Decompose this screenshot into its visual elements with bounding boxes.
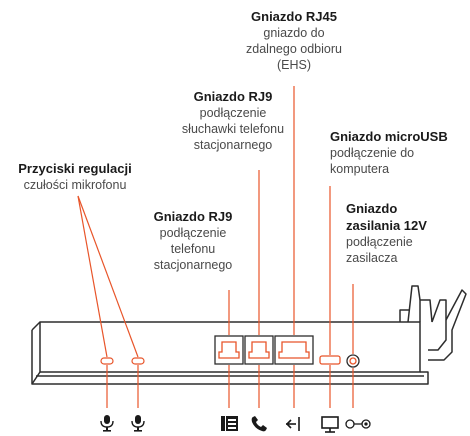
- port-power[interactable]: [346, 354, 360, 368]
- label-power-desc-2: zasilacza: [346, 251, 398, 265]
- label-microusb-desc-1: podłączenie do: [330, 146, 415, 160]
- mic-button-left[interactable]: [100, 357, 114, 365]
- label-rj45: Gniazdo RJ45 gniazdo do zdalnego odbioru…: [224, 8, 364, 73]
- label-microusb-desc-2: komputera: [330, 162, 390, 176]
- label-mic-buttons-desc-1: czułości mikrofonu: [23, 178, 127, 192]
- port-rj9-handset[interactable]: [244, 335, 274, 365]
- mic-buttons: [100, 357, 145, 365]
- headset-jack-icon: [285, 417, 300, 431]
- label-rj45-title: Gniazdo RJ45: [251, 9, 337, 24]
- device-body: [31, 285, 467, 385]
- monitor-icon: [321, 416, 339, 433]
- label-rj9-phone-desc-3: stacjonarnego: [153, 258, 233, 272]
- label-power-desc-1: podłączenie: [346, 235, 413, 249]
- label-rj45-desc-2: zdalnego odbioru: [246, 42, 342, 56]
- label-rj9-handset-desc-1: podłączenie: [199, 106, 267, 120]
- label-rj9-phone-title: Gniazdo RJ9: [153, 209, 233, 224]
- label-rj45-desc-3: (EHS): [276, 58, 312, 72]
- power-plug-icon: [345, 419, 371, 429]
- label-rj9-handset: Gniazdo RJ9 podłączenie słuchawki telefo…: [158, 88, 308, 153]
- mic-button-right[interactable]: [131, 357, 145, 365]
- label-power-title-2: zasilania 12V: [346, 218, 427, 233]
- label-rj9-phone-desc-1: podłączenie: [159, 226, 227, 240]
- port-microusb[interactable]: [319, 355, 341, 365]
- label-rj45-desc-1: gniazdo do: [263, 26, 325, 40]
- port-rj45[interactable]: [274, 335, 314, 365]
- label-rj9-handset-desc-3: stacjonarnego: [193, 138, 273, 152]
- microphone-icon: [131, 415, 145, 432]
- leader-lines: [77, 86, 354, 408]
- label-mic-buttons-title: Przyciski regulacji: [18, 161, 132, 176]
- label-power-title-1: Gniazdo: [346, 201, 398, 216]
- label-power: Gniazdo zasilania 12V podłączenie zasila…: [346, 200, 470, 266]
- label-rj9-handset-desc-2: słuchawki telefonu: [181, 122, 285, 136]
- label-rj9-phone-desc-2: telefonu: [170, 242, 216, 256]
- label-rj9-phone: Gniazdo RJ9 podłączenie telefonu stacjon…: [130, 208, 256, 273]
- label-mic-buttons: Przyciski regulacji czułości mikrofonu: [0, 160, 150, 193]
- label-rj9-handset-title: Gniazdo RJ9: [193, 89, 273, 104]
- label-microusb: Gniazdo microUSB podłączenie do komputer…: [330, 128, 470, 177]
- phone-base-icon: [221, 416, 238, 431]
- port-rj9-phone[interactable]: [214, 335, 244, 365]
- handset-icon: [251, 416, 267, 432]
- microphone-icon: [100, 415, 114, 432]
- label-microusb-title: Gniazdo microUSB: [330, 129, 448, 144]
